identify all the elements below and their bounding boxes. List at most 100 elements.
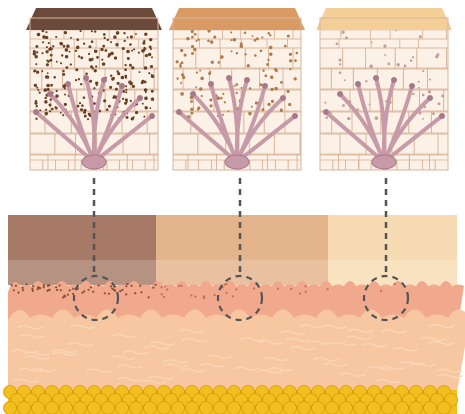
melanin-granule: [220, 97, 223, 100]
melanin-granule: [252, 35, 254, 37]
melanin-granule: [289, 68, 291, 70]
fat-cell: [438, 402, 451, 414]
melanin-granule: [365, 80, 367, 82]
melanin-granule: [150, 65, 153, 68]
fat-cell: [354, 402, 367, 414]
pigment-speckle: [62, 296, 64, 298]
fat-cell: [424, 402, 437, 414]
melanin-granule: [115, 43, 118, 46]
pigment-speckle: [125, 285, 127, 287]
melanin-granule: [104, 37, 106, 39]
pigment-speckle: [81, 292, 83, 294]
fat-cell: [88, 402, 101, 414]
melanin-granule: [80, 30, 82, 32]
melanin-granule: [50, 84, 53, 87]
pigment-speckle: [48, 289, 50, 291]
pigment-speckle: [140, 291, 142, 293]
melanin-granule: [60, 42, 63, 45]
pigment-speckle: [48, 284, 50, 286]
melanin-granule: [261, 108, 264, 111]
melanin-granule: [45, 97, 47, 99]
melanin-granule: [143, 116, 145, 118]
melanin-granule: [209, 98, 212, 101]
melanin-granule: [83, 96, 86, 99]
melanin-granule: [130, 35, 133, 38]
melanin-granule: [36, 105, 38, 107]
melanin-granule: [195, 86, 197, 88]
melanin-granule: [429, 78, 431, 80]
melanin-granule: [92, 67, 94, 69]
melanin-granule: [102, 45, 105, 48]
melanin-granule: [144, 66, 147, 69]
fat-cell: [368, 402, 381, 414]
melanin-granule: [34, 102, 37, 105]
fat-cell: [382, 402, 395, 414]
melanin-granule: [230, 31, 232, 33]
melanin-granule: [289, 59, 292, 62]
melanin-granule: [151, 90, 154, 93]
melanin-granule: [199, 70, 201, 72]
melanin-granule: [248, 112, 252, 116]
melanin-granule: [45, 112, 48, 115]
dendrite-tip: [65, 81, 71, 87]
pigment-speckle: [56, 289, 58, 291]
melanin-granule: [42, 35, 45, 38]
fat-cell: [340, 402, 353, 414]
dendrite-tip: [391, 77, 397, 83]
melanin-granule: [191, 30, 194, 33]
pigment-speckle: [134, 292, 136, 294]
melanin-granule: [145, 106, 148, 109]
melanin-granule: [75, 68, 78, 71]
melanin-granule: [193, 48, 196, 51]
melanin-granule: [77, 105, 80, 108]
melanin-granule: [103, 100, 105, 102]
fat-cell: [298, 402, 311, 414]
melanin-granule: [49, 104, 52, 107]
melanin-granule: [56, 61, 58, 63]
melanin-granule: [148, 72, 150, 74]
melanin-granule: [325, 116, 328, 119]
dendrite-tip: [409, 83, 415, 89]
melanin-granule: [48, 42, 50, 44]
fat-cell: [270, 402, 283, 414]
melanin-granule: [384, 54, 386, 56]
pigment-speckle: [110, 285, 112, 287]
melanin-granule: [95, 65, 97, 67]
melanin-granule: [287, 35, 290, 38]
melanin-granule: [114, 56, 117, 59]
melanin-granule: [254, 39, 257, 42]
melanin-granule: [51, 108, 54, 111]
pigment-speckle: [72, 288, 74, 290]
melanin-granule: [131, 66, 134, 69]
melanin-granule: [432, 112, 435, 115]
melanin-granule: [135, 33, 137, 35]
melanin-granule: [110, 41, 112, 43]
melanin-granule: [176, 60, 179, 63]
melanin-granule: [180, 49, 183, 52]
pigment-speckle: [203, 295, 205, 297]
melanin-granule: [151, 97, 154, 100]
melanin-granule: [256, 37, 259, 40]
melanin-granule: [110, 52, 114, 56]
melanin-granule: [404, 64, 407, 67]
pigment-speckle: [290, 288, 292, 290]
melanin-granule: [288, 103, 291, 106]
melanin-granule: [284, 45, 287, 48]
melanin-granule: [62, 73, 65, 76]
pigment-speckle: [380, 290, 382, 292]
melanin-granule: [236, 52, 238, 54]
fat-cell: [312, 402, 325, 414]
melanin-granule: [70, 63, 72, 65]
melanin-granule: [115, 88, 118, 91]
melanin-granule: [180, 82, 182, 84]
melanin-granule: [142, 42, 145, 45]
melanin-granule: [128, 81, 131, 84]
melanin-granule: [194, 33, 197, 36]
dendrite-tip: [262, 83, 268, 89]
melanin-granule: [76, 46, 80, 50]
pigment-speckle: [43, 286, 45, 288]
pigment-speckle: [38, 287, 40, 289]
melanin-granule: [62, 70, 64, 72]
melanin-granule: [130, 100, 132, 102]
